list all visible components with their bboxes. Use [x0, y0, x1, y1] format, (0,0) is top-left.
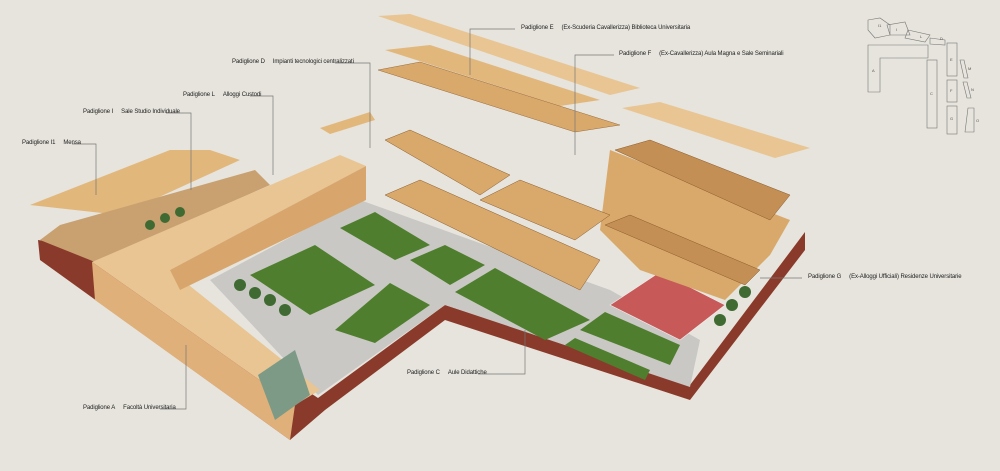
- label-desc: Alloggi Custodi: [222, 92, 262, 98]
- label-code: Padiglione G: [808, 274, 842, 280]
- trees: [145, 207, 751, 326]
- label-padiglione-l: Padiglione L Alloggi Custodi: [183, 92, 261, 98]
- label-code: Padiglione L: [183, 92, 215, 98]
- label-padiglione-g: Padiglione G (Ex-Alloggi Ufficiali) Resid…: [808, 274, 962, 280]
- lawn: [250, 245, 375, 315]
- roof-slab-e: [378, 14, 640, 95]
- keymap-letter: L: [920, 34, 923, 39]
- label-padiglione-i: Padiglione I Sale Studio Individuale: [83, 109, 180, 115]
- pavilion-a-glass: [258, 350, 310, 420]
- label-desc: Sale Studio Individuale: [121, 109, 180, 115]
- lawn: [410, 245, 485, 285]
- keymap-letter: F: [950, 88, 953, 93]
- floor-slab-i: [30, 150, 240, 215]
- roof-slab-d: [320, 112, 375, 134]
- pavilion-g-floor: [614, 139, 791, 221]
- pavilion-e: [384, 129, 511, 196]
- keymap-letter: I1: [878, 23, 882, 28]
- label-padiglione-c: Padiglione C Aule Didattiche: [407, 370, 487, 376]
- label-code: Padiglione A: [83, 405, 116, 411]
- keymap-letter: A: [872, 68, 875, 73]
- pavilion-a-roof: [92, 155, 366, 405]
- label-code: Padiglione F: [619, 51, 652, 57]
- label-desc: Aule Didattiche: [447, 370, 487, 376]
- pavilion-g-floor: [604, 214, 761, 286]
- roof-slab-e2: [385, 45, 600, 106]
- lawn: [580, 312, 680, 365]
- pavilion-c: [384, 179, 601, 291]
- label-code: Padiglione E: [521, 25, 554, 31]
- keymap-letter: D: [940, 36, 943, 41]
- lawn: [455, 268, 590, 340]
- lawn: [335, 283, 430, 343]
- label-desc: Impianti tecnologici centralizzati: [272, 59, 354, 65]
- label-padiglione-f: Padiglione F (Ex-Cavallerizza) Aula Magna…: [619, 51, 784, 57]
- keymap: [867, 17, 975, 135]
- label-desc: Mensa: [63, 140, 81, 146]
- keymap-letter: E: [950, 57, 953, 62]
- pavilion-i-l: [40, 170, 270, 262]
- keymap-letter: C: [930, 91, 933, 96]
- label-desc: (Ex-Scuderia Cavallerizza) Biblioteca Un…: [561, 25, 691, 31]
- label-code: Padiglione I1: [22, 140, 56, 146]
- leader-lines: [72, 28, 802, 410]
- label-padiglione-i1: Padiglione I1 Mensa: [22, 140, 81, 146]
- floor-slab-e: [377, 61, 621, 133]
- pavilion-a-inner: [170, 166, 366, 290]
- label-code: Padiglione D: [232, 59, 265, 65]
- label-padiglione-e: Padiglione E (Ex-Scuderia Cavallerizza) B…: [521, 25, 690, 31]
- label-desc: (Ex-Alloggi Ufficiali) Residenze Univers…: [849, 274, 962, 280]
- keymap-letter: I: [896, 27, 898, 32]
- keymap-letter: G: [950, 116, 954, 121]
- label-padiglione-d: Padiglione D Impianti tecnologici central…: [232, 59, 354, 65]
- pavilion-a-front: [92, 262, 295, 440]
- label-code: Padiglione C: [407, 370, 440, 376]
- pavilion-f: [479, 179, 611, 241]
- keymap-letter: M: [968, 66, 972, 71]
- keymap-letter: N: [971, 87, 974, 92]
- basketball-court: [609, 271, 726, 341]
- label-desc: Facoltà Universitaria: [123, 405, 176, 411]
- label-desc: (Ex-Cavallerizza) Aula Magna e Sale Semi…: [659, 51, 784, 57]
- lawn: [340, 212, 430, 260]
- label-code: Padiglione I: [83, 109, 114, 115]
- label-padiglione-a: Padiglione A Facoltà Universitaria: [83, 405, 176, 411]
- roof-slab-g: [622, 102, 810, 158]
- lawn: [565, 338, 650, 380]
- keymap-letter: O: [976, 118, 980, 123]
